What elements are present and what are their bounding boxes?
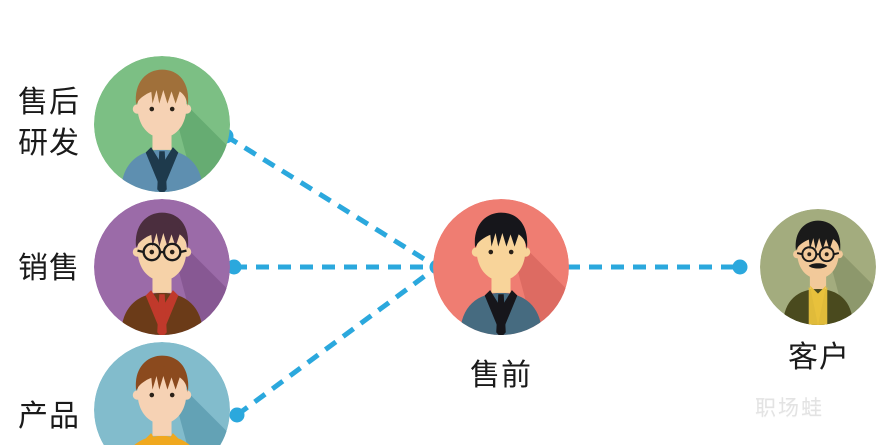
avatar-customer[interactable]: [760, 209, 876, 325]
link-product-to-pre-sales: [235, 264, 439, 418]
node-label-line-2: 研发: [18, 127, 80, 160]
node-label-after-sales-rd: 售后研发: [18, 82, 80, 164]
link-after-sales-to-pre-sales: [224, 133, 439, 270]
node-label-line-1: 客户: [788, 341, 850, 374]
node-label-pre-sales: 售前: [440, 355, 562, 396]
avatar-pre-sales[interactable]: [433, 199, 569, 335]
avatar-product[interactable]: [94, 342, 230, 445]
avatar-after-sales-rd[interactable]: [94, 56, 230, 192]
connector-dot-customer: [732, 259, 748, 275]
node-label-product: 产品: [18, 396, 80, 437]
node-label-sales: 销售: [18, 248, 80, 289]
node-label-line-1: 销售: [18, 252, 80, 285]
node-label-line-1: 售前: [470, 359, 532, 392]
node-label-line-1: 产品: [18, 400, 80, 433]
connector-dot-product: [229, 407, 245, 423]
watermark: 职场蛙: [755, 397, 824, 420]
node-label-customer: 客户: [758, 337, 876, 378]
avatar-sales[interactable]: [94, 199, 230, 335]
node-label-line-1: 售后: [18, 86, 80, 119]
